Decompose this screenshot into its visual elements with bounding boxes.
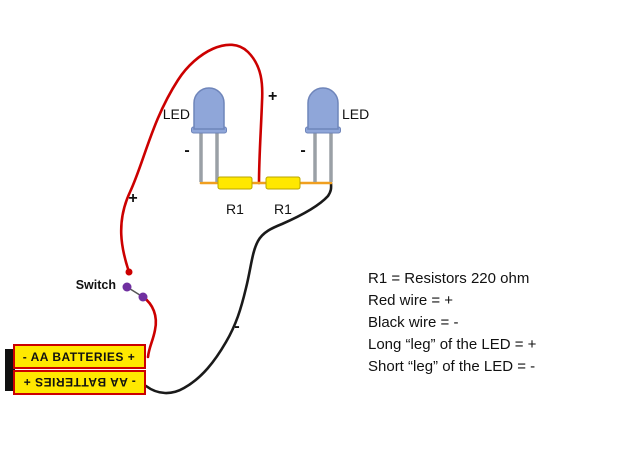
- switch-label: Switch: [76, 278, 116, 292]
- resistor-right-label: R1: [274, 201, 292, 217]
- battery-terminal-block: [5, 349, 15, 391]
- led-right-label: LED: [342, 106, 369, 122]
- switch-wire-node: [125, 268, 133, 276]
- minus-mark-led-right: -: [300, 142, 305, 159]
- plus-mark-led: +: [268, 88, 277, 105]
- plus-mark-red-wire: +: [128, 190, 137, 207]
- led-left-label: LED: [163, 106, 190, 122]
- minus-mark-led-left: -: [184, 142, 189, 159]
- black-wire-negative: [144, 181, 333, 395]
- battery-bottom-label-group: - AA BATTERIES +: [23, 375, 136, 389]
- led-left-body: [193, 87, 225, 130]
- red-wire-battery-segment: [141, 295, 158, 359]
- battery-top-label: - AA BATTERIES +: [23, 350, 136, 364]
- note-short-leg: Short “leg” of the LED = -: [368, 358, 535, 375]
- switch-contact-bottom: [138, 292, 148, 302]
- red-wire-positive: [119, 43, 264, 274]
- note-red-wire: Red wire = +: [368, 292, 453, 309]
- minus-mark-black-wire: -: [234, 318, 239, 335]
- battery-cell-bottom: [13, 370, 146, 395]
- note-resistor-value: R1 = Resistors 220 ohm: [368, 270, 529, 287]
- battery-cell-top: [13, 344, 146, 369]
- led-right-body: [307, 87, 339, 130]
- resistor-right: [265, 176, 301, 190]
- resistor-left-label: R1: [226, 201, 244, 217]
- battery-bottom-label: - AA BATTERIES +: [23, 375, 136, 389]
- switch-contact-top: [122, 282, 132, 292]
- note-black-wire: Black wire = -: [368, 314, 458, 331]
- note-long-leg: Long “leg” of the LED = +: [368, 336, 537, 353]
- resistor-left: [217, 176, 253, 190]
